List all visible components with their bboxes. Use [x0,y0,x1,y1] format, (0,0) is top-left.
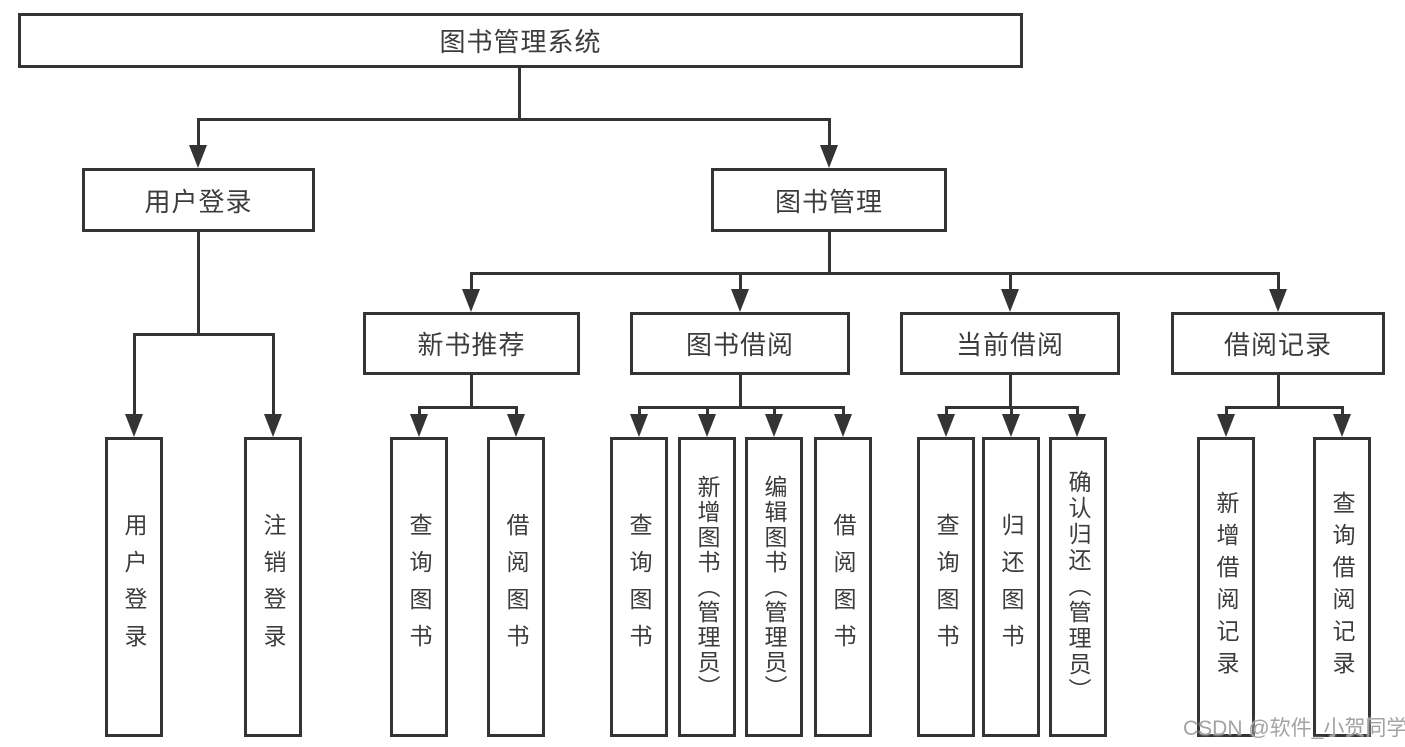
leaf-cb-return-book-label: 归还图书 [998,513,1024,661]
arrowhead-bb-edit [765,414,783,437]
arrowhead-leaf-user-login [125,414,143,437]
connector-root-to-user-login [197,118,200,148]
leaf-bb-edit-book-admin: 编辑图书（管理员） [745,437,803,737]
leaf-nb-query-book-label: 查询图书 [406,513,432,661]
arrowhead-cb-confirm [1068,414,1086,437]
connector-to-bb-add [706,406,709,417]
connector-new-book-hline [418,406,518,409]
leaf-bb-query-book-label: 查询图书 [626,513,652,661]
arrowhead-br-add [1217,414,1235,437]
leaf-nb-borrow-book-label: 借阅图书 [503,513,529,661]
connector-to-leaf-logout [272,333,275,417]
connector-to-bb-borrow [842,406,845,417]
arrowhead-book-mgmt [820,145,838,168]
connector-to-bb-query [638,406,641,417]
arrowhead-leaf-logout [264,414,282,437]
node-book-borrow: 图书借阅 [630,312,850,375]
connector-root-drop [518,68,521,118]
leaf-cb-confirm-return-admin: 确认归还（管理员） [1049,437,1107,737]
connector-to-current-borrow [1009,272,1012,292]
leaf-bb-add-book-admin-label: 新增图书（管理员） [694,474,720,700]
connector-to-cb-confirm [1076,406,1079,417]
connector-to-cb-return [1010,406,1013,417]
leaf-cb-query-book: 查询图书 [917,437,975,737]
connector-to-borrow-record [1277,272,1280,292]
node-root: 图书管理系统 [18,13,1023,68]
connector-book-mgmt-drop [828,232,831,272]
leaf-bb-edit-book-admin-label: 编辑图书（管理员） [761,474,787,700]
arrowhead-nb-query [410,414,428,437]
arrowhead-cb-return [1002,414,1020,437]
connector-root-hline [197,118,831,121]
connector-to-br-add [1225,406,1228,417]
connector-to-bb-edit [773,406,776,417]
arrowhead-borrow-record [1269,289,1287,312]
connector-book-borrow-drop [739,375,742,406]
arrowhead-new-book [462,289,480,312]
leaf-user-login: 用户登录 [105,437,163,737]
leaf-logout-label: 注销登录 [260,513,286,661]
connector-borrow-record-drop [1277,375,1280,406]
connector-to-br-query [1341,406,1344,417]
connector-new-book-drop [470,375,473,406]
connector-to-book-borrow [739,272,742,292]
leaf-br-query-record-label: 查询借阅记录 [1329,491,1355,683]
connector-to-new-book [470,272,473,292]
connector-to-cb-query [945,406,948,417]
leaf-logout: 注销登录 [244,437,302,737]
arrowhead-user-login [189,145,207,168]
connector-to-leaf-user-login [133,333,136,417]
leaf-cb-confirm-return-admin-label: 确认归还（管理员） [1065,470,1091,704]
leaf-br-query-record: 查询借阅记录 [1313,437,1371,737]
leaf-bb-borrow-book: 借阅图书 [814,437,872,737]
arrowhead-book-borrow [731,289,749,312]
connector-book-mgmt-hline [470,272,1280,275]
connector-current-borrow-drop [1009,375,1012,406]
arrowhead-nb-borrow [507,414,525,437]
leaf-bb-query-book: 查询图书 [610,437,668,737]
connector-user-login-hline [133,333,275,336]
leaf-user-login-label: 用户登录 [121,513,147,661]
leaf-nb-borrow-book: 借阅图书 [487,437,545,737]
leaf-cb-query-book-label: 查询图书 [933,513,959,661]
connector-root-to-book-mgmt [828,118,831,148]
arrowhead-bb-query [630,414,648,437]
leaf-nb-query-book: 查询图书 [390,437,448,737]
connector-to-nb-borrow [515,406,518,417]
connector-to-nb-query [418,406,421,417]
node-user-login: 用户登录 [82,168,315,232]
arrowhead-cb-query [937,414,955,437]
arrowhead-br-query [1333,414,1351,437]
arrowhead-bb-add [698,414,716,437]
node-new-book-recommend: 新书推荐 [363,312,580,375]
arrowhead-bb-borrow [834,414,852,437]
connector-borrow-record-hline [1225,406,1344,409]
leaf-br-add-record: 新增借阅记录 [1197,437,1255,737]
leaf-cb-return-book: 归还图书 [982,437,1040,737]
node-book-management: 图书管理 [711,168,947,232]
node-current-borrow: 当前借阅 [900,312,1120,375]
leaf-bb-add-book-admin: 新增图书（管理员） [678,437,736,737]
connector-book-borrow-hline [638,406,845,409]
arrowhead-current-borrow [1001,289,1019,312]
csdn-watermark: CSDN @软件_小贺同学 [1183,717,1405,740]
leaf-bb-borrow-book-label: 借阅图书 [830,513,856,661]
node-borrow-record: 借阅记录 [1171,312,1385,375]
leaf-br-add-record-label: 新增借阅记录 [1213,491,1239,683]
connector-user-login-drop [197,232,200,333]
